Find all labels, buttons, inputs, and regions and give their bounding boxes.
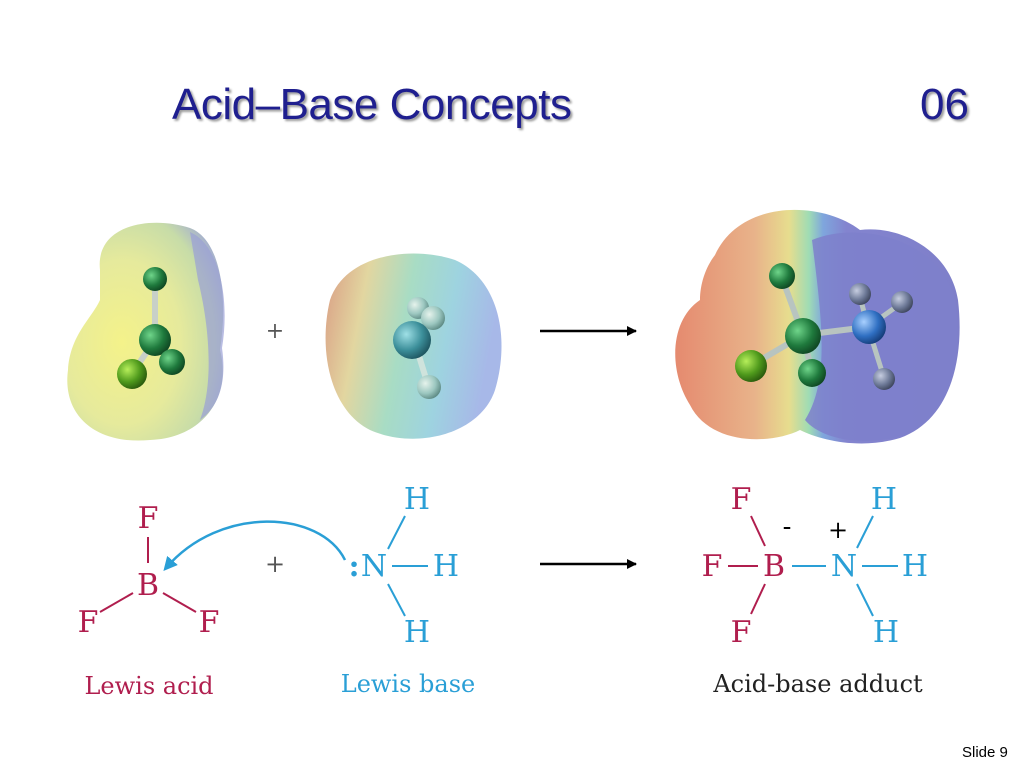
adduct-f-top: F <box>731 482 752 517</box>
bond-line <box>856 515 874 549</box>
atom-h-bottom: H <box>404 615 430 650</box>
fluorine-atom-sphere <box>143 267 167 291</box>
bf3-potential-model <box>67 222 225 441</box>
atom-f-right: F <box>199 605 220 640</box>
bond-line <box>162 592 197 613</box>
hydrogen-atom-sphere <box>421 306 445 330</box>
bond-line <box>856 583 874 617</box>
lone-pair-dots: : <box>348 549 359 584</box>
electron-pair-arrow <box>163 520 347 572</box>
slide-title: Acid–Base Concepts <box>172 80 572 129</box>
adduct-structure: F - F B F + H N H H Acid-base adduct <box>702 482 929 698</box>
lewis-base-structure: H : N H H Lewis base <box>341 482 476 698</box>
adduct-f-left: F <box>702 549 723 584</box>
fluorine-atom-sphere <box>735 350 767 382</box>
fluorine-atom-sphere <box>798 359 826 387</box>
hydrogen-atom-sphere <box>891 291 913 313</box>
atom-h-top: H <box>404 482 430 517</box>
plus-sign-bottom: + <box>265 550 285 578</box>
hydrogen-atom-sphere <box>417 375 441 399</box>
adduct-boron: B <box>763 549 785 584</box>
fluorine-atom-sphere <box>769 263 795 289</box>
atom-f-top: F <box>138 501 159 536</box>
boron-atom-sphere <box>785 318 821 354</box>
adduct-h-bottom: H <box>873 615 899 650</box>
lewis-acid-label: Lewis acid <box>84 672 213 700</box>
fluorine-atom-sphere <box>117 359 147 389</box>
adduct-h-right: H <box>902 549 928 584</box>
hydrogen-atom-sphere <box>873 368 895 390</box>
chapter-number: 06 <box>920 80 969 129</box>
adduct-potential-model <box>675 209 960 444</box>
hydrogen-atom-sphere <box>849 283 871 305</box>
nitrogen-atom-sphere <box>393 321 431 359</box>
plus-charge: + <box>828 516 848 544</box>
lewis-acid-structure: F B F F Lewis acid <box>78 501 220 700</box>
nh3-potential-model <box>325 253 502 439</box>
slide-number: Slide 9 <box>962 744 1008 761</box>
bond-line <box>99 592 134 613</box>
plus-sign-top: + <box>266 319 284 344</box>
lewis-base-label: Lewis base <box>341 670 476 698</box>
bond-line <box>750 583 766 615</box>
bond-line <box>750 515 766 547</box>
bond-line <box>387 515 406 550</box>
adduct-f-bottom: F <box>731 615 752 650</box>
boron-atom-sphere <box>139 324 171 356</box>
fluorine-atom-sphere <box>159 349 185 375</box>
adduct-label: Acid-base adduct <box>712 670 923 698</box>
atom-f-left: F <box>78 605 99 640</box>
minus-charge: - <box>783 512 792 542</box>
bond-line <box>387 583 406 617</box>
adduct-h-top: H <box>871 482 897 517</box>
atom-n-center: N <box>361 549 387 584</box>
adduct-nitrogen: N <box>831 549 857 584</box>
nitrogen-atom-sphere <box>852 310 886 344</box>
atom-b-center: B <box>137 568 159 603</box>
atom-h-right: H <box>433 549 459 584</box>
